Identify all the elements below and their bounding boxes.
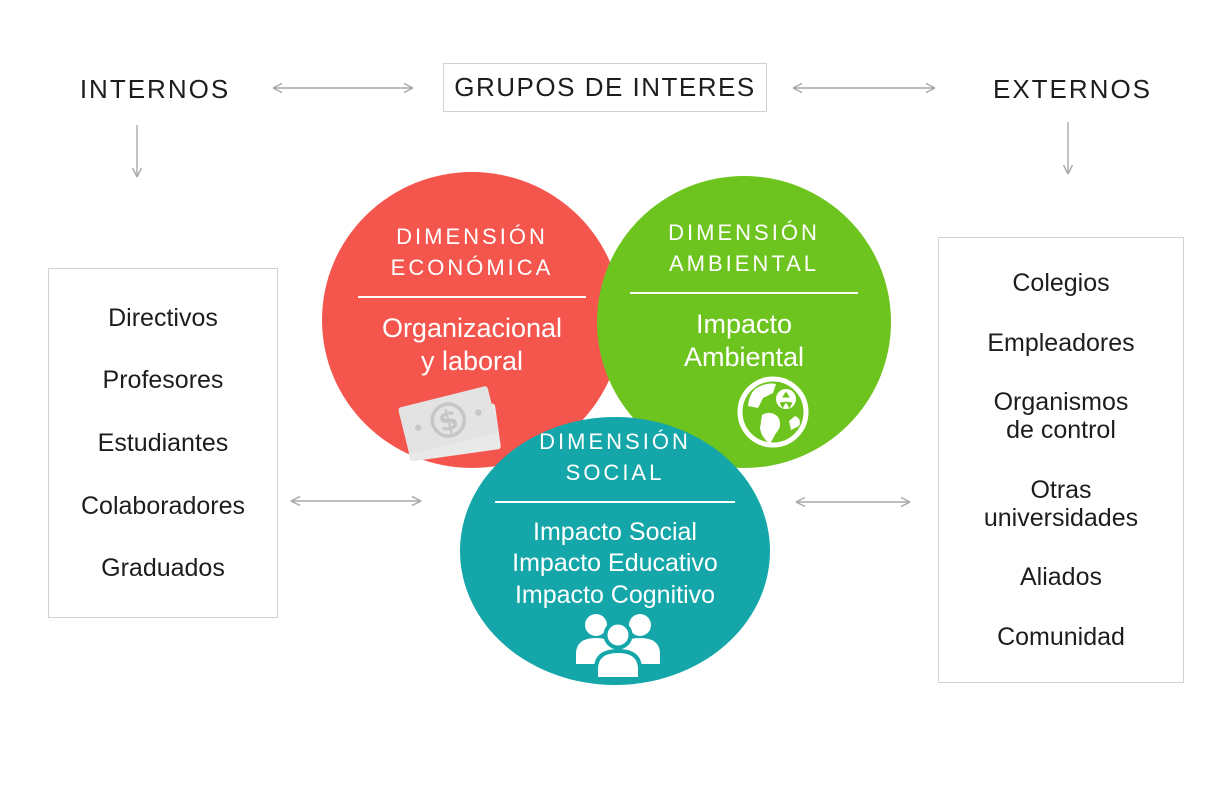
internal-item-directivos: Directivos xyxy=(108,303,218,332)
dimension-economica-title: DIMENSIÓN ECONÓMICA xyxy=(390,224,554,280)
arrow-title-externos xyxy=(783,81,945,95)
page-title: GRUPOS DE INTERES xyxy=(443,63,767,112)
external-item-aliados: Aliados xyxy=(1020,563,1102,592)
external-item-comunidad: Comunidad xyxy=(997,622,1125,651)
external-item-colegios: Colegios xyxy=(1012,269,1110,298)
internal-stakeholders-box: Directivos Profesores Estudiantes Colabo… xyxy=(48,268,278,618)
internal-item-colaboradores: Colaboradores xyxy=(81,491,245,520)
internal-item-graduados: Graduados xyxy=(101,554,225,583)
dimension-economica-body: Organizacional y laboral xyxy=(381,312,563,376)
arrow-circles-external xyxy=(786,495,920,509)
divider-line xyxy=(358,295,586,298)
externos-label: EXTERNOS xyxy=(992,74,1153,104)
external-item-universidades: Otras universidades xyxy=(983,475,1139,532)
internos-label: INTERNOS xyxy=(79,74,231,104)
external-item-empleadores: Empleadores xyxy=(987,328,1135,357)
external-stakeholders-box: Colegios Empleadores Organismos de contr… xyxy=(938,237,1184,683)
money-icon: $ xyxy=(390,376,508,475)
dimension-social-title: DIMENSIÓN SOCIAL xyxy=(539,429,691,485)
dimension-social-circle: DIMENSIÓN SOCIAL Impacto Social Impacto … xyxy=(460,417,770,685)
internal-item-estudiantes: Estudiantes xyxy=(97,428,229,457)
arrow-internal-circles xyxy=(281,494,431,508)
arrow-externos-down xyxy=(1061,120,1075,178)
external-item-organismos: Organismos de control xyxy=(993,388,1129,445)
globe-recycle-icon xyxy=(733,372,813,457)
dimension-economica-circle: DIMENSIÓN ECONÓMICA Organizacional y lab… xyxy=(322,172,622,468)
dimension-ambiental-body: Impacto Ambiental xyxy=(683,308,805,372)
divider-line xyxy=(630,291,858,294)
people-group-icon xyxy=(572,611,664,684)
dimension-social-body: Impacto Social Impacto Educativo Impacto… xyxy=(512,517,718,609)
arrow-internos-down xyxy=(130,123,144,181)
arrow-internos-title xyxy=(263,81,423,95)
internal-item-profesores: Profesores xyxy=(102,366,224,395)
dimension-ambiental-title: DIMENSIÓN AMBIENTAL xyxy=(668,220,820,276)
divider-line xyxy=(495,500,735,503)
